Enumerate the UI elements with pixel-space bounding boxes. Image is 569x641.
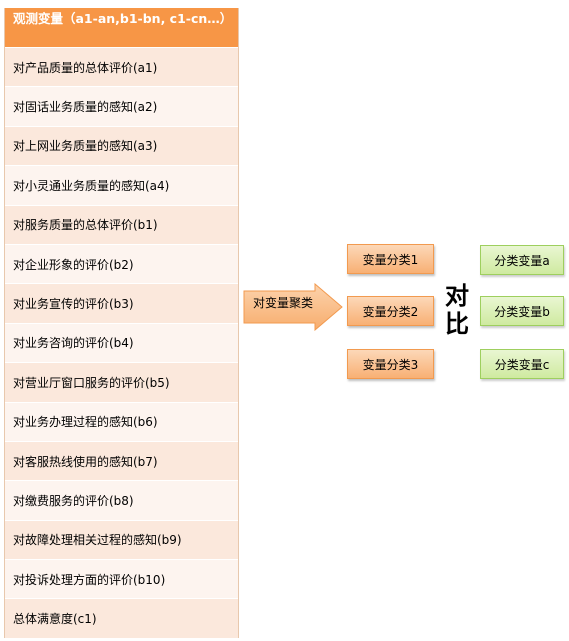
table-row: 对产品质量的总体评价(a1) <box>5 47 238 87</box>
table-row: 对服务质量的总体评价(b1) <box>5 204 238 244</box>
table-row: 对缴费服务的评价(b8) <box>5 480 238 520</box>
table-row: 对固话业务质量的感知(a2) <box>5 86 238 126</box>
table-row: 对投诉处理方面的评价(b10) <box>5 559 238 599</box>
compare-label: 对 比 <box>442 282 472 338</box>
table-row: 对企业形象的评价(b2) <box>5 243 238 284</box>
categorical-variable-a: 分类变量a <box>480 245 564 275</box>
table-row: 总体满意度(c1) <box>5 598 238 638</box>
table-header: 观测变量（a1-an,b1-bn, c1-cn…） <box>5 8 238 47</box>
compare-char: 比 <box>445 310 469 338</box>
variable-category-3: 变量分类3 <box>347 349 434 379</box>
table-row: 对业务办理过程的感知(b6) <box>5 401 238 441</box>
observed-variables-table: 观测变量（a1-an,b1-bn, c1-cn…） 对产品质量的总体评价(a1)… <box>4 8 239 638</box>
table-row: 对客服热线使用的感知(b7) <box>5 440 238 481</box>
table-row: 对业务咨询的评价(b4) <box>5 322 238 363</box>
categorical-variable-b: 分类变量b <box>480 296 564 326</box>
table-row: 对故障处理相关过程的感知(b9) <box>5 519 238 560</box>
table-row: 对上网业务质量的感知(a3) <box>5 125 238 166</box>
table-row: 对业务宣传的评价(b3) <box>5 283 238 323</box>
categorical-variable-c: 分类变量c <box>480 349 564 379</box>
table-row: 对小灵通业务质量的感知(a4) <box>5 165 238 205</box>
cluster-arrow: 对变量聚类 <box>243 283 343 331</box>
table-row: 对营业厅窗口服务的评价(b5) <box>5 362 238 402</box>
right-arrow-icon <box>243 283 343 331</box>
variable-category-2: 变量分类2 <box>347 296 434 326</box>
compare-char: 对 <box>445 282 469 310</box>
arrow-label: 对变量聚类 <box>253 296 314 310</box>
variable-category-1: 变量分类1 <box>347 244 434 274</box>
